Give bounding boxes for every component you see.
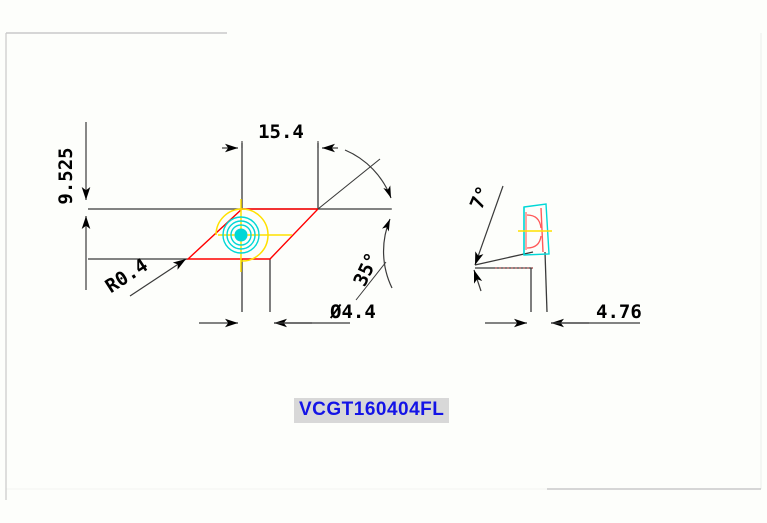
top-view-geometry xyxy=(88,143,393,312)
dimension-corner-radius: R0.4 xyxy=(102,254,187,298)
side-view-geometry xyxy=(474,203,552,313)
dimension-length: 15.4 xyxy=(222,121,338,153)
dimension-thickness: 9.525 xyxy=(55,122,91,290)
chipbreaker-curve-lower xyxy=(526,235,542,249)
angle-leg-upper xyxy=(317,158,381,210)
dimension-hole-diameter: Ø4.4 xyxy=(199,301,376,328)
dimension-corner-radius-text: R0.4 xyxy=(102,254,152,297)
hole-bore-fill xyxy=(234,228,248,242)
hole-circle-outer xyxy=(222,216,260,254)
dimension-hole-diameter-text: Ø4.4 xyxy=(329,301,376,323)
dimension-clearance-angle-text: 7° xyxy=(466,183,495,213)
angle-arc-upper xyxy=(344,149,392,199)
angle-arc-lower xyxy=(381,218,393,289)
dimension-side-width: 4.76 xyxy=(485,301,642,328)
dimension-included-angle-text: 35° xyxy=(349,249,383,289)
dimension-length-text: 15.4 xyxy=(258,121,304,143)
chipbreaker-face-line xyxy=(540,207,544,253)
dimension-clearance-angle: 7° xyxy=(466,183,504,292)
page-frame xyxy=(5,32,762,500)
dimension-included-angle: 35° xyxy=(349,249,387,301)
hole-circle-inner xyxy=(230,224,252,246)
hole-countersink-arc xyxy=(215,208,269,262)
chipbreaker-curve-upper xyxy=(526,214,542,229)
hole-circle-mid xyxy=(226,220,256,250)
dimension-side-width-text: 4.76 xyxy=(596,301,642,323)
part-number-label[interactable]: VCGT160404FL xyxy=(294,398,450,423)
side-view-right-wall xyxy=(544,251,548,313)
insert-profile-outline xyxy=(186,208,320,260)
dimension-thickness-text: 9.525 xyxy=(55,147,77,204)
